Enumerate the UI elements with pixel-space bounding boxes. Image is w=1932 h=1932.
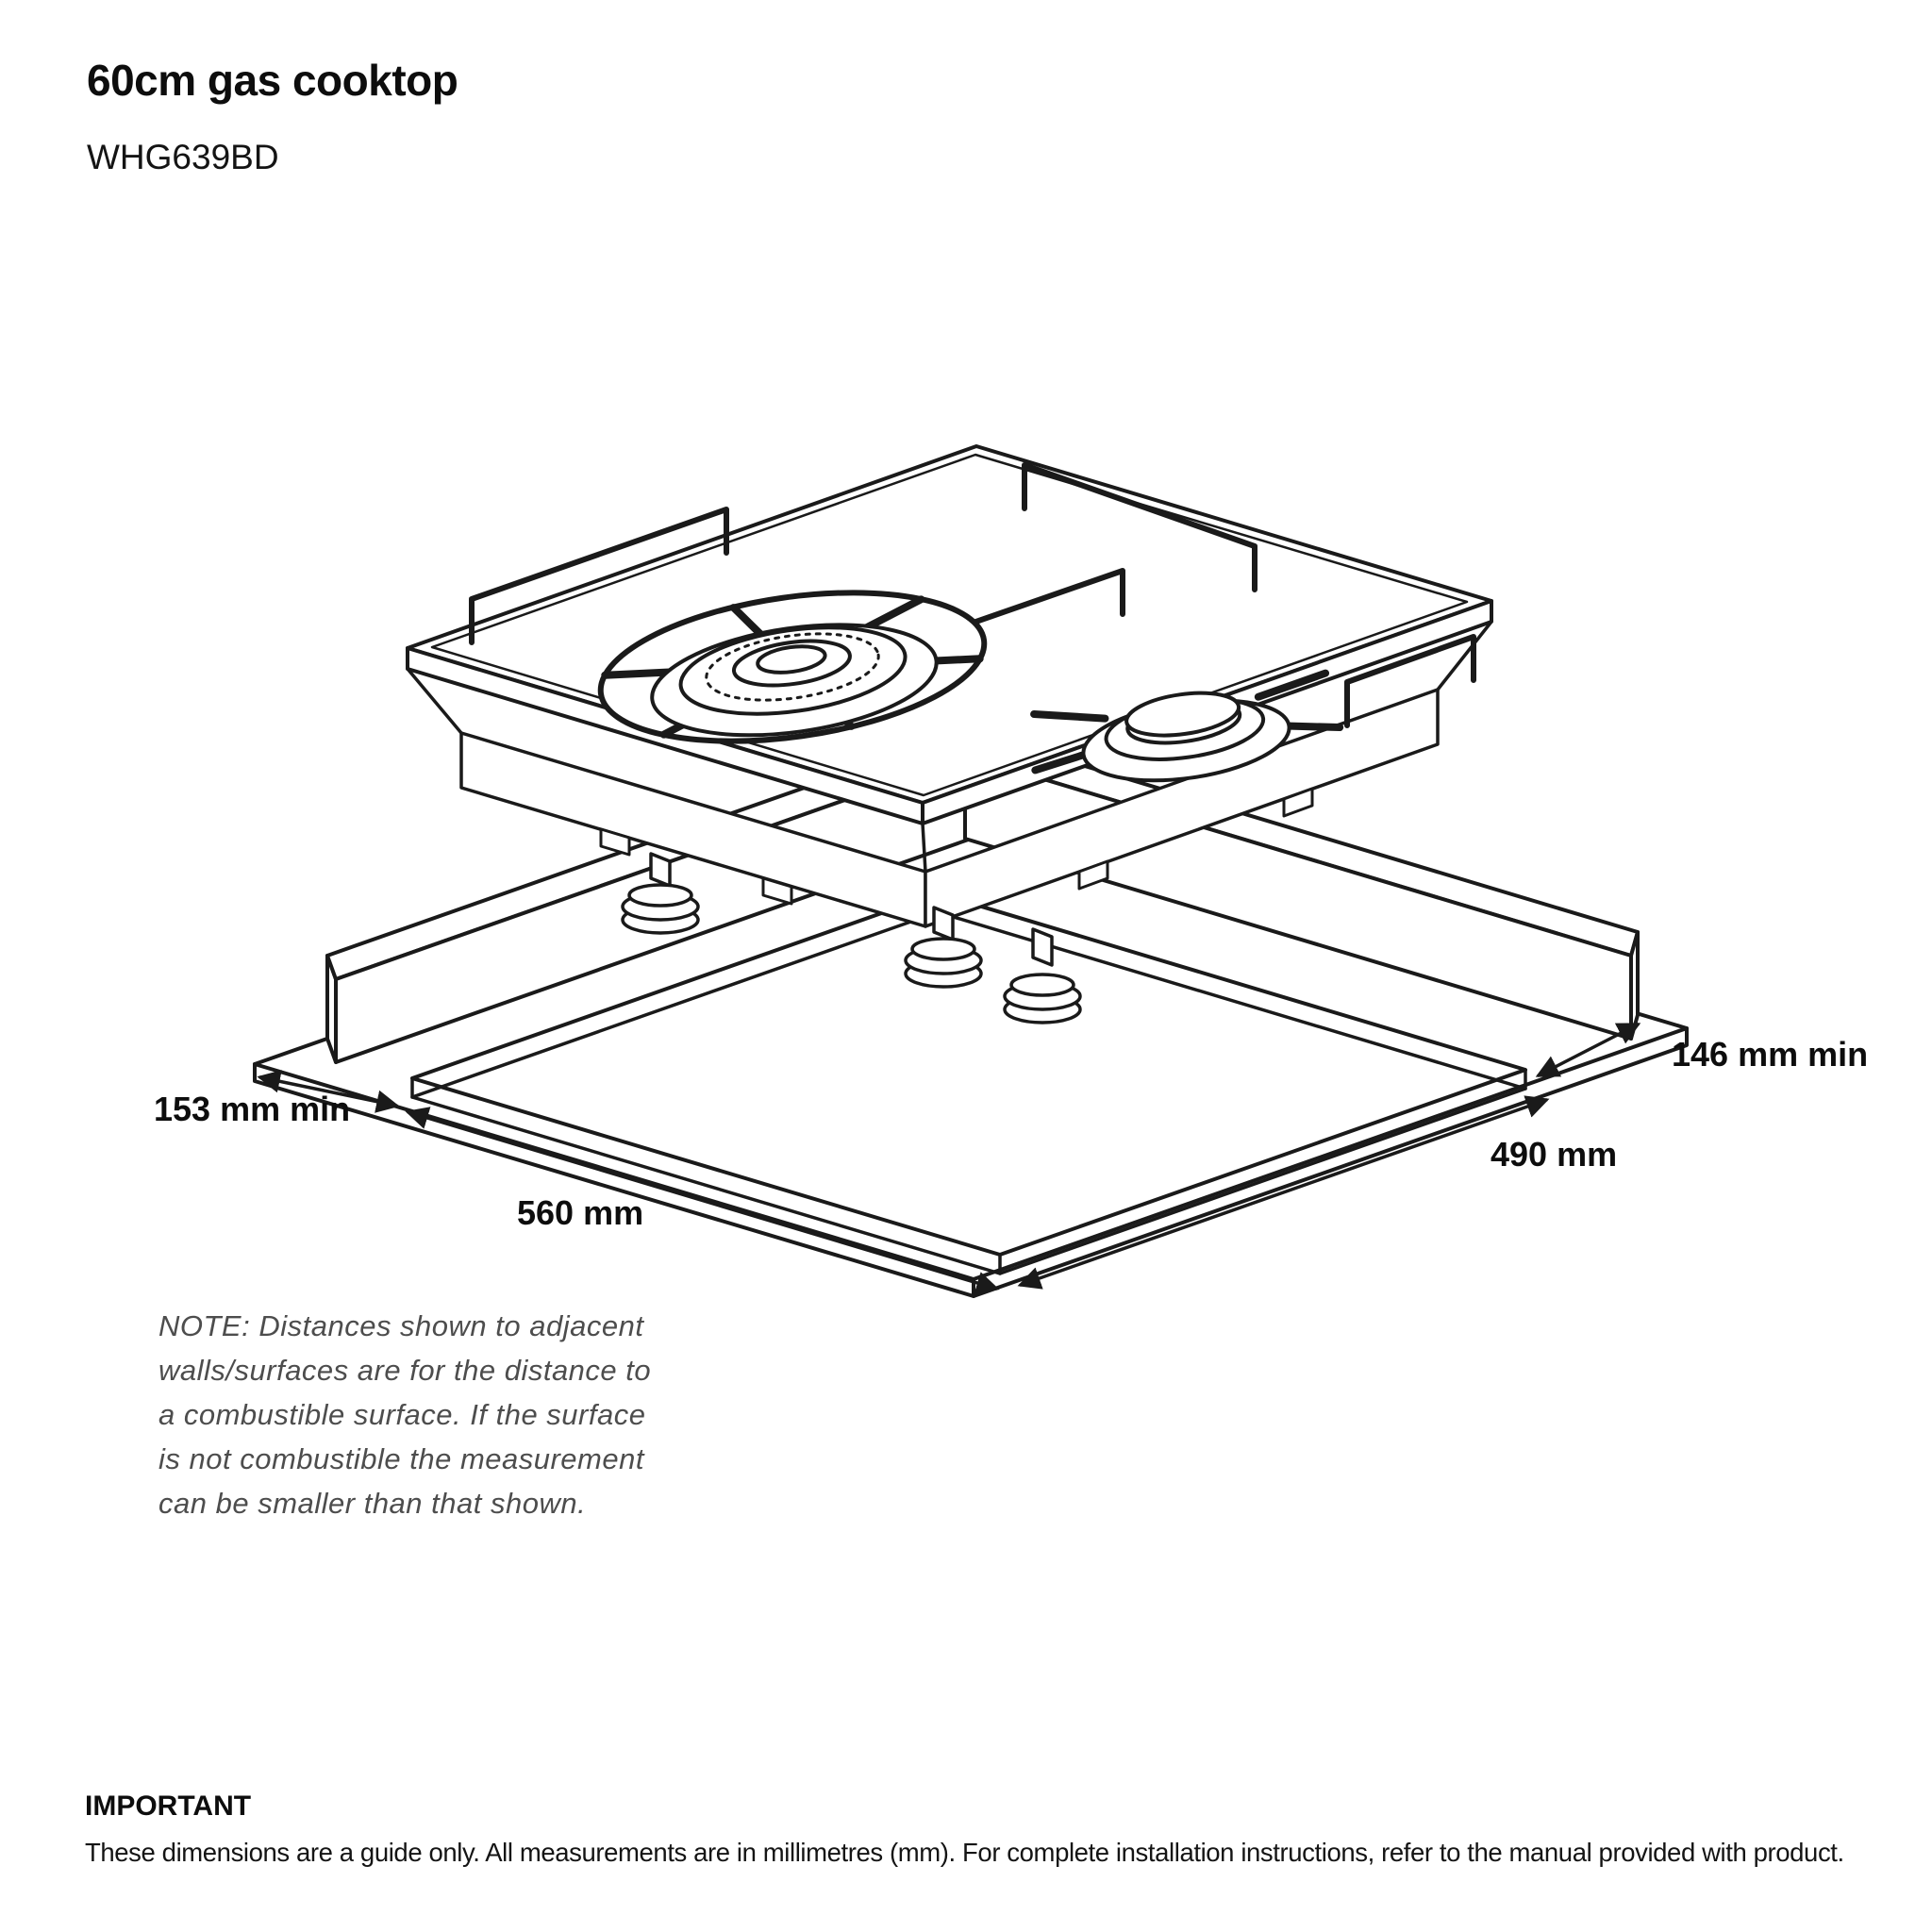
dimension-lines: 153 mm min 560 mm 490 mm 146 mm min (154, 1023, 1868, 1294)
dimension-label-cutout-width: 560 mm (517, 1193, 643, 1232)
auxiliary-burner (1030, 669, 1344, 783)
dimension-label-left-clearance: 153 mm min (154, 1090, 350, 1128)
countertop-illustration (253, 728, 1689, 1298)
wok-burner (597, 590, 988, 744)
dimension-line-right-clearance (1535, 1023, 1641, 1077)
note-line: a combustible surface. If the surface (158, 1398, 646, 1431)
note-line: is not combustible the measurement (158, 1442, 644, 1475)
dimension-label-right-clearance: 146 mm min (1672, 1035, 1868, 1074)
footer-text: These dimensions are a guide only. All m… (85, 1838, 1844, 1867)
model-number: WHG639BD (87, 138, 279, 176)
dimension-line-cutout-width (405, 1107, 1000, 1294)
cooktop-body-tray (406, 620, 1493, 928)
note-text: NOTE: Distances shown to adjacent walls/… (158, 1304, 762, 1525)
cooktop-illustration (406, 444, 1493, 1024)
note-line: walls/surfaces are for the distance to (158, 1354, 652, 1387)
dimension-line-cutout-depth (1017, 1095, 1550, 1290)
dimension-label-cutout-depth: 490 mm (1491, 1135, 1617, 1174)
control-knob-2 (904, 906, 983, 989)
note-line: can be smaller than that shown. (158, 1487, 587, 1520)
dimension-line-left-clearance (257, 1070, 400, 1113)
control-knob-1 (621, 852, 700, 935)
note-line: NOTE: Distances shown to adjacent (158, 1309, 644, 1342)
control-knob-3 (1003, 927, 1082, 1024)
important-heading: IMPORTANT (85, 1790, 252, 1822)
page-title: 60cm gas cooktop (87, 56, 458, 105)
